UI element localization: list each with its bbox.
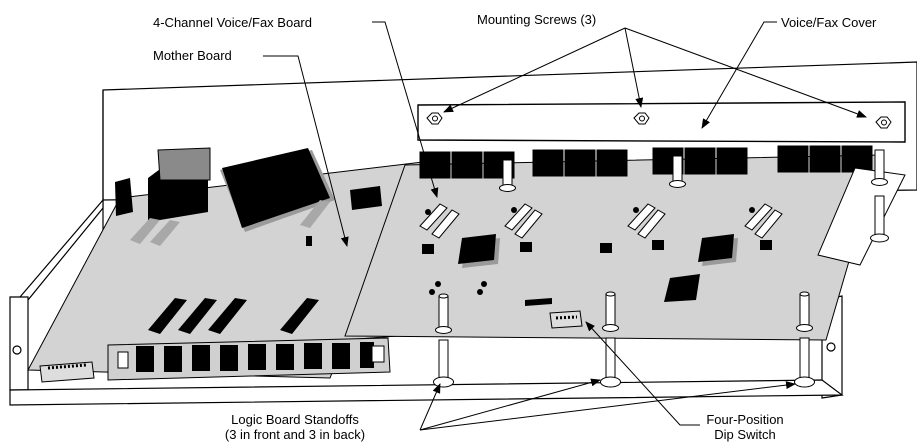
leader-lines xyxy=(263,21,867,431)
label-mother-board: Mother Board xyxy=(153,48,232,63)
label-mounting-screws: Mounting Screws (3) xyxy=(477,12,597,27)
label-voice-fax-cover: Voice/Fax Cover xyxy=(781,15,877,30)
mounting-screws xyxy=(426,112,892,129)
memory-sockets xyxy=(148,298,319,334)
rj-connectors xyxy=(419,145,873,179)
four-position-dip-switch xyxy=(549,310,583,329)
board-chips xyxy=(422,234,772,306)
label-standoffs-line1: Logic Board Standoffs xyxy=(231,412,359,427)
label-dip-switch: Four-Position Dip Switch xyxy=(690,412,800,442)
label-voice-fax-board: 4-Channel Voice/Fax Board xyxy=(153,15,312,30)
logic-board-standoffs xyxy=(433,149,889,388)
voice-fax-board xyxy=(344,145,906,341)
label-logic-board-standoffs: Logic Board Standoffs (3 in front and 3 … xyxy=(170,412,420,442)
label-dip-line1: Four-Position xyxy=(706,412,784,427)
label-dip-line2: Dip Switch xyxy=(714,427,776,442)
motherboard-dip-switch xyxy=(39,361,95,383)
label-standoffs-line2: (3 in front and 3 in back) xyxy=(224,427,366,442)
memory-module xyxy=(107,337,391,381)
jumper-sets xyxy=(419,203,783,239)
voice-fax-cover xyxy=(417,101,906,143)
mother-board xyxy=(27,147,441,383)
